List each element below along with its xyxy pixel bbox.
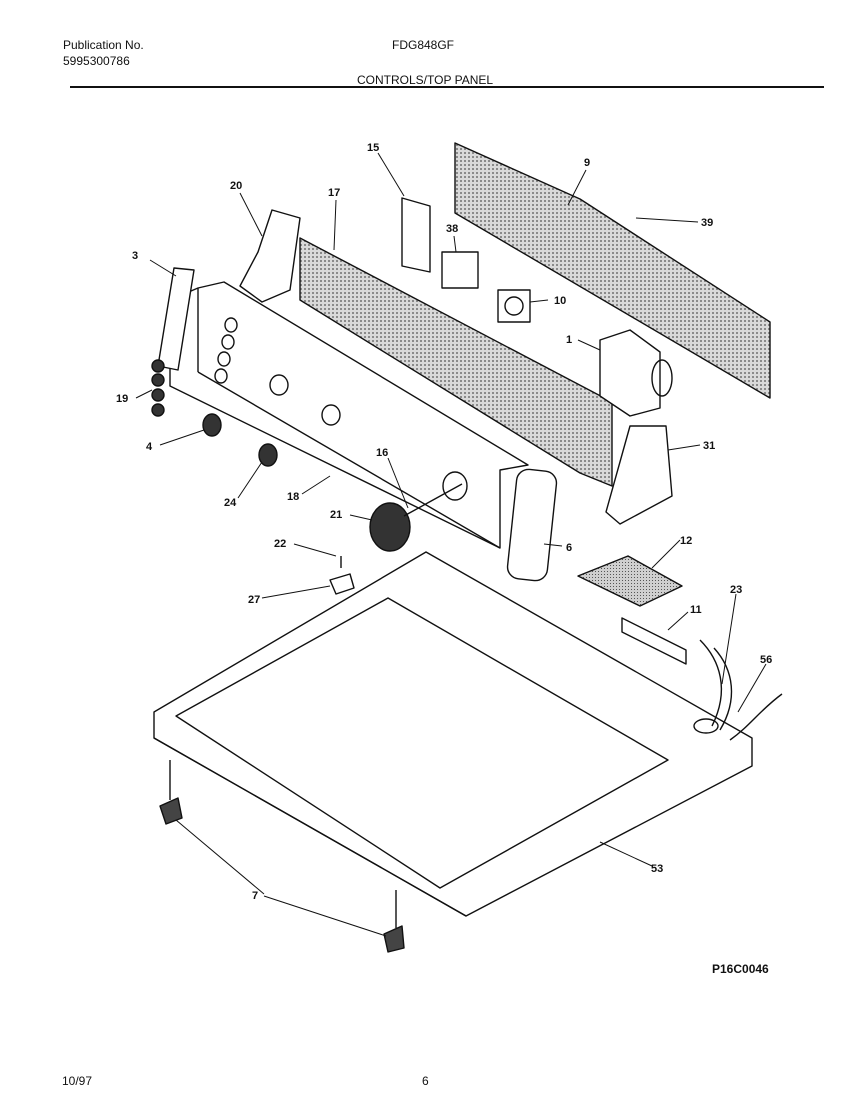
- callout-7: 7: [252, 890, 258, 902]
- end-cap-left: [157, 267, 195, 371]
- leveling-leg: [159, 797, 183, 825]
- header-rule: [70, 86, 824, 88]
- diagram-code: P16C0046: [712, 962, 769, 976]
- callout-19: 19: [116, 393, 128, 405]
- callout-10: 10: [554, 295, 566, 307]
- model-number: FDG848GF: [392, 38, 455, 52]
- footer-date: 10/97: [62, 1074, 93, 1088]
- callout-27: 27: [248, 594, 260, 606]
- callout-4: 4: [146, 441, 153, 453]
- end-cap-right: [605, 425, 673, 525]
- console-hole: [269, 374, 289, 396]
- console-hole: [321, 404, 341, 426]
- control-panel-backing: [299, 237, 613, 487]
- console-hole: [224, 317, 238, 333]
- timer-knob: [369, 502, 411, 552]
- timer-motor: [599, 329, 661, 417]
- callout-56: 56: [760, 654, 772, 666]
- leveling-leg: [383, 925, 405, 953]
- push-button: [151, 359, 165, 373]
- callout-39: 39: [701, 217, 713, 229]
- push-button: [151, 388, 165, 402]
- page-number: 6: [422, 1074, 429, 1088]
- top-opening: [175, 597, 669, 889]
- publication-number: 5995300786: [63, 54, 130, 68]
- console-hole: [221, 334, 235, 350]
- callout-15: 15: [367, 142, 379, 154]
- publication-label: Publication No.: [63, 38, 144, 52]
- callout-22: 22: [274, 538, 286, 550]
- callout-24: 24: [224, 497, 237, 509]
- power-cord: [729, 693, 783, 741]
- callout-16: 16: [376, 447, 388, 459]
- callout-53: 53: [651, 863, 663, 875]
- callout-20: 20: [230, 180, 242, 192]
- push-button: [151, 403, 165, 417]
- callout-9: 9: [584, 157, 590, 169]
- callout-23: 23: [730, 584, 742, 596]
- callout-17: 17: [328, 187, 340, 199]
- console-hole: [442, 471, 468, 501]
- knob: [202, 413, 222, 437]
- callout-6: 6: [566, 542, 572, 554]
- callout-31: 31: [703, 440, 715, 452]
- wire-harness: [699, 639, 733, 731]
- callout-12: 12: [680, 535, 692, 547]
- knob-shaft: [403, 483, 463, 517]
- console-hole: [214, 368, 228, 384]
- callout-38: 38: [446, 223, 458, 235]
- timer: [497, 289, 531, 323]
- callout-18: 18: [287, 491, 299, 503]
- push-button: [151, 373, 165, 387]
- section-title: CONTROLS/TOP PANEL: [357, 73, 494, 87]
- console-bracket: [239, 209, 301, 303]
- hinge-clip: [329, 573, 355, 595]
- board-bracket: [621, 617, 687, 665]
- console-hole: [217, 351, 231, 367]
- callout-1: 1: [566, 334, 572, 346]
- end-trim: [506, 468, 558, 582]
- control-board: [577, 555, 683, 607]
- mounting-bracket: [401, 197, 431, 273]
- callout-3: 3: [132, 250, 138, 262]
- knob: [258, 443, 278, 467]
- callout-21: 21: [330, 509, 342, 521]
- switch: [441, 251, 479, 289]
- back-panel: [454, 142, 771, 399]
- callout-11: 11: [690, 604, 702, 616]
